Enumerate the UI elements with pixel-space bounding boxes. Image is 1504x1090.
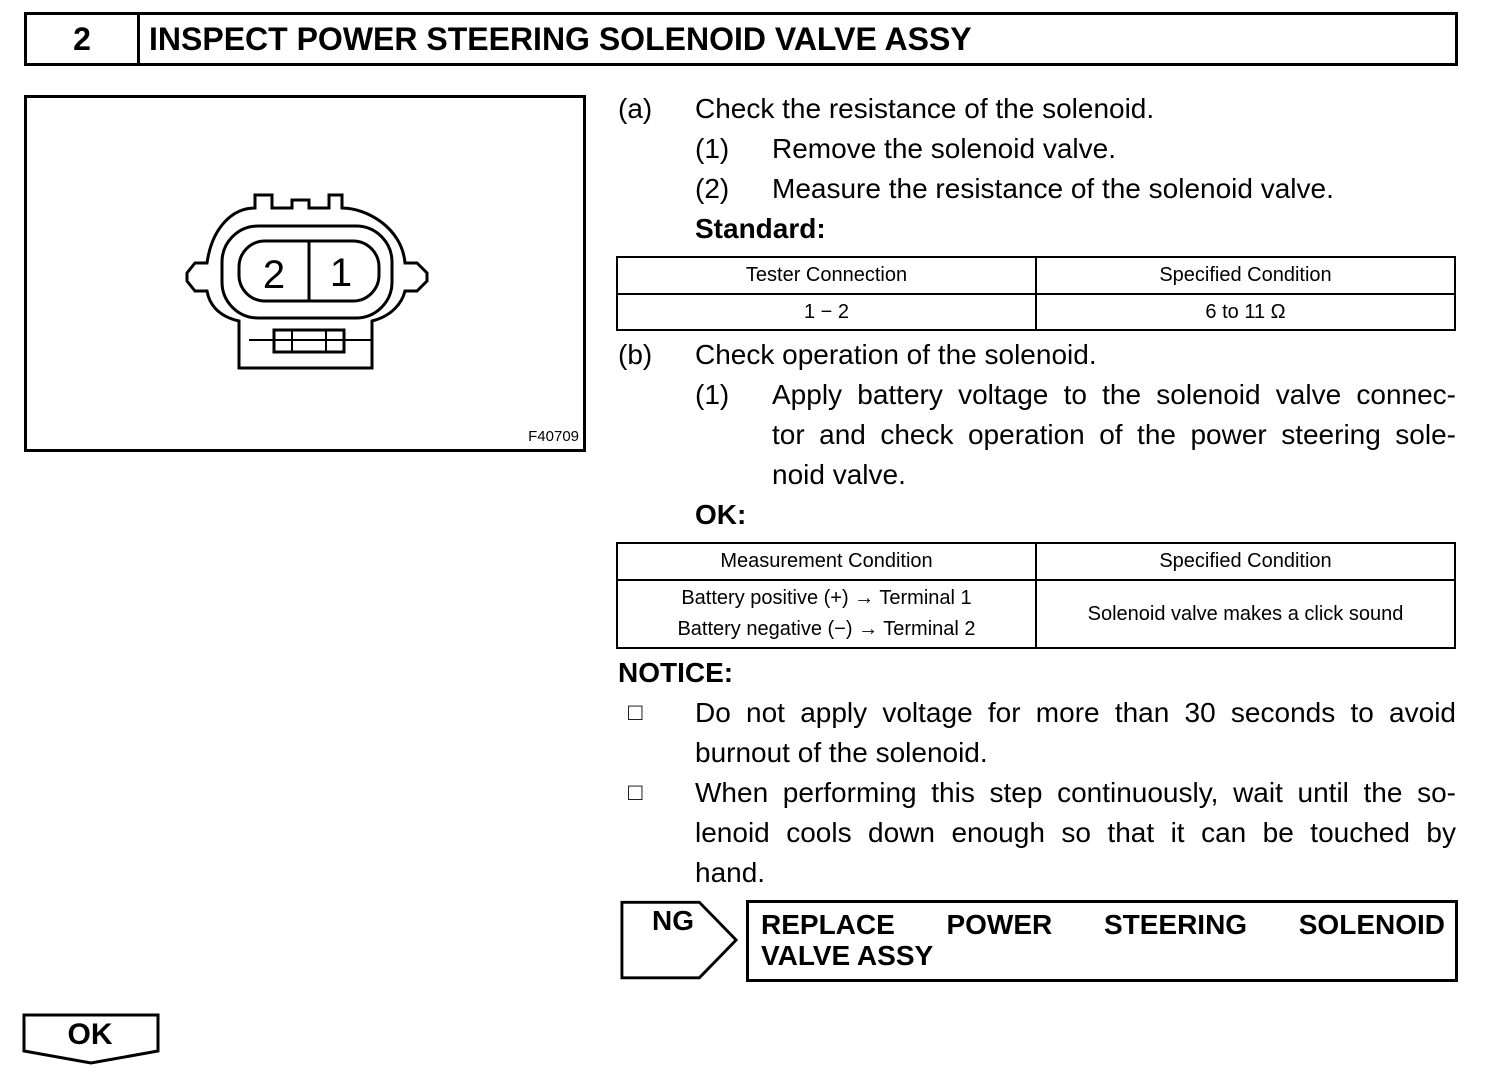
step-b-text: Check operation of the solenoid. — [695, 339, 1097, 370]
step-a1-text: Remove the solenoid valve. — [772, 133, 1116, 164]
step-a1-marker: (1) — [695, 133, 730, 164]
table-cell: Battery positive (+) → Terminal 1 Batter… — [616, 579, 1037, 649]
step-a2-text: Measure the resistance of the solenoid v… — [772, 173, 1334, 204]
table-header-cell: Tester Connection — [616, 256, 1037, 295]
step-b1-line-2: tor and check operation of the power ste… — [772, 419, 1456, 450]
notice-1-line-1: Do not apply voltage for more than 30 se… — [695, 697, 1456, 728]
table-cell: Solenoid valve makes a click sound — [1035, 579, 1456, 649]
table-header-row: Tester Connection Specified Condition — [616, 256, 1456, 295]
step-b1-line-1: Apply battery voltage to the solenoid va… — [772, 379, 1456, 410]
terminal-2-label: 2 — [263, 253, 285, 297]
terminal-1-label: 1 — [330, 251, 352, 295]
table-row: Battery positive (+) → Terminal 1 Batter… — [616, 579, 1456, 649]
resistance-spec-table: Tester Connection Specified Condition 1 … — [616, 256, 1456, 331]
table-cell: 6 to 11 Ω — [1035, 293, 1456, 331]
ng-arrow-box — [620, 900, 739, 980]
connector-figure: 2 1 F40709 — [24, 95, 586, 452]
ok-arrow-box — [22, 1013, 160, 1065]
notice-title: NOTICE: — [618, 657, 734, 688]
notice-bullet-1: □ — [628, 699, 643, 726]
connector-inner-frame — [220, 224, 394, 320]
notice-1-line-2: burnout of the solenoid. — [695, 737, 988, 768]
table-header-cell: Specified Condition — [1035, 256, 1456, 295]
step-header: 2 INSPECT POWER STEERING SOLENOID VALVE … — [24, 12, 1458, 66]
ok-criteria-label: OK: — [695, 499, 747, 530]
connector-housing-outline — [185, 193, 429, 370]
step-a-marker: (a) — [618, 93, 653, 124]
step-b1-line-3: noid valve. — [772, 459, 906, 490]
step-b1-marker: (1) — [695, 379, 730, 410]
ng-action-line-2: VALVE ASSY — [761, 940, 934, 971]
table-cell: 1 − 2 — [616, 293, 1037, 331]
operation-spec-table: Measurement Condition Specified Conditio… — [616, 542, 1456, 649]
connector-diagram: 2 1 — [185, 193, 429, 370]
notice-2-line-3: hand. — [695, 857, 766, 888]
measurement-line-2: Battery negative (−) → Terminal 2 — [677, 618, 976, 640]
ng-action-box: REPLACE POWER STEERING SOLENOID VALVE AS… — [746, 900, 1458, 982]
table-row: 1 − 2 6 to 11 Ω — [616, 293, 1456, 331]
ng-action-text: REPLACE POWER STEERING SOLENOID VALVE AS… — [761, 909, 1445, 971]
step-a-text: Check the resistance of the solenoid. — [695, 93, 1155, 124]
ng-action-line-1: REPLACE POWER STEERING SOLENOID — [761, 909, 1445, 940]
measurement-line-1: Battery positive (+) → Terminal 1 — [681, 587, 972, 609]
table-header-cell: Specified Condition — [1035, 542, 1456, 581]
notice-2-line-2: lenoid cools down enough so that it can … — [695, 817, 1456, 848]
step-b-marker: (b) — [618, 339, 653, 370]
step-title: INSPECT POWER STEERING SOLENOID VALVE AS… — [149, 20, 972, 57]
figure-code: F40709 — [528, 428, 579, 445]
standard-label: Standard: — [695, 213, 826, 244]
step-number: 2 — [27, 15, 140, 63]
ng-label: NG — [652, 905, 694, 936]
step-a2-marker: (2) — [695, 173, 730, 204]
table-header-row: Measurement Condition Specified Conditio… — [616, 542, 1456, 581]
ok-label: OK — [67, 1018, 113, 1051]
table-header-cell: Measurement Condition — [616, 542, 1037, 581]
notice-2-line-1: When performing this step continuously, … — [695, 777, 1456, 808]
notice-bullet-2: □ — [628, 779, 643, 806]
